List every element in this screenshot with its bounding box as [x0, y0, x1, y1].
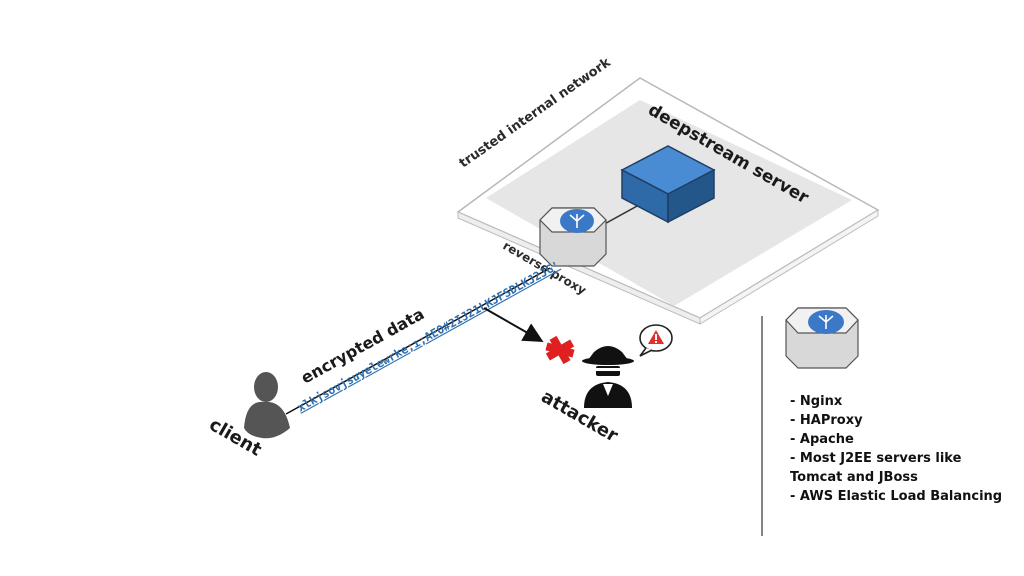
server-cube-icon	[620, 145, 716, 224]
legend-item: - Most J2EE servers like	[790, 451, 962, 466]
legend-item: Tomcat and JBoss	[790, 470, 918, 485]
encrypted-link	[285, 267, 551, 415]
legend-item: - Apache	[790, 432, 854, 447]
legend-item: - AWS Elastic Load Balancing	[790, 489, 1003, 504]
proxy-examples-legend: - Nginx - HAProxy - Apache - Most J2EE s…	[790, 392, 1020, 506]
cipher-text: xlkjsovjsuyelewrke;ı;AEO#2IJ21LKJFSDLKJ2…	[295, 258, 562, 415]
legend-item: - HAProxy	[790, 413, 863, 428]
intercept-arrow	[483, 307, 544, 342]
legend-proxy-node-icon	[785, 307, 859, 369]
proxy-node-icon	[539, 207, 607, 267]
spy-icon	[582, 346, 634, 408]
person-icon	[244, 372, 290, 439]
warning-icon	[639, 324, 673, 357]
legend-item: - Nginx	[790, 394, 843, 409]
blocked-x-icon	[545, 335, 575, 365]
